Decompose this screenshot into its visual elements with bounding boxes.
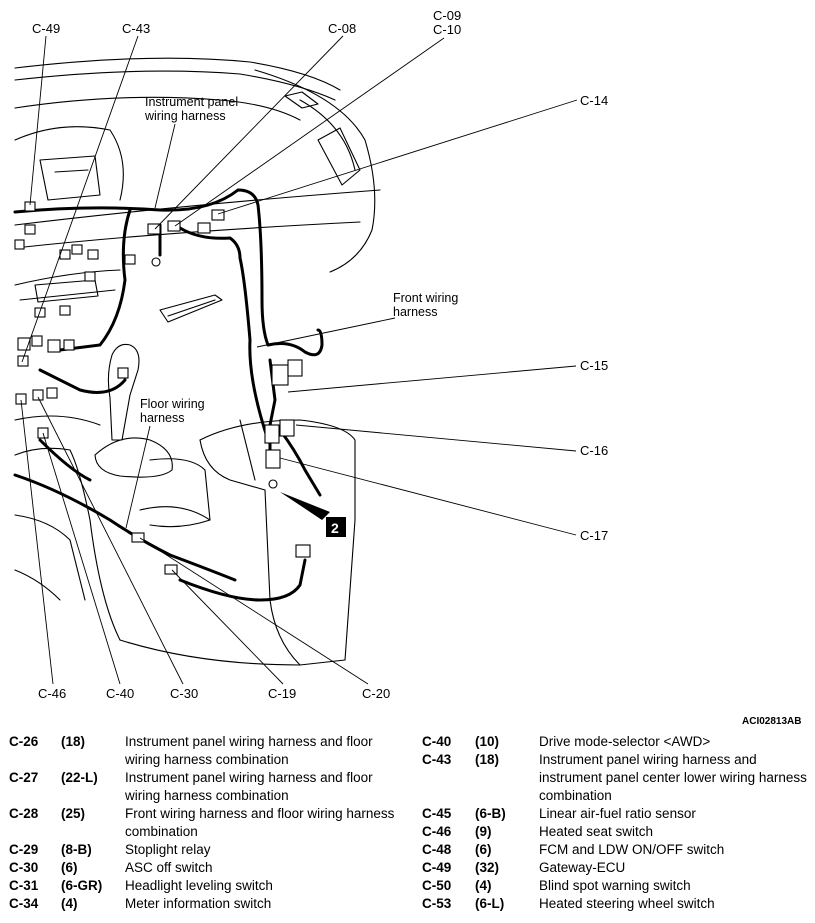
legend-desc: Gateway-ECU	[539, 860, 626, 875]
legend-code: C-31	[9, 878, 39, 893]
legend-pins: (18)	[61, 734, 86, 749]
legend-code: C-26	[9, 734, 39, 749]
note-floor-2: harness	[140, 411, 184, 425]
legend-row: C-26 (18) Instrument panel wiring harness …	[9, 733, 404, 769]
legend-code: C-53	[422, 896, 452, 911]
legend-desc: Heated seat switch	[539, 824, 654, 839]
callout-c10: C-10	[433, 22, 461, 37]
legend-desc: Front wiring harness and floor wiring ha…	[125, 806, 395, 839]
legend-right: C-40 (10) Drive mode-selector <AWD> C-43 (1…	[422, 733, 807, 913]
legend-row: C-48 (6) FCM and LDW ON/OFF switch	[422, 841, 807, 859]
callout-c17: C-17	[580, 528, 608, 543]
legend-code: C-50	[422, 878, 452, 893]
legend-pins: (6-GR)	[61, 878, 103, 893]
legend-code: C-48	[422, 842, 452, 857]
callout-c20: C-20	[362, 686, 390, 701]
legend-desc: Headlight leveling switch	[125, 878, 273, 893]
connectors	[14, 201, 311, 575]
legend-row: C-30 (6) ASC off switch	[9, 859, 404, 877]
legend-desc: Blind spot warning switch	[539, 878, 691, 893]
legend-desc: Drive mode-selector <AWD>	[539, 734, 711, 749]
note-front-2: harness	[393, 305, 437, 319]
legend-desc: Heated steering wheel switch	[539, 896, 715, 911]
badge-2: 2	[280, 492, 346, 537]
callout-c16: C-16	[580, 443, 608, 458]
legend-desc: ASC off switch	[125, 860, 213, 875]
legend-desc: Instrument panel wiring harness and floo…	[125, 734, 373, 767]
legend-pins: (32)	[475, 860, 500, 875]
legend-left: C-26 (18) Instrument panel wiring harness …	[9, 733, 404, 913]
legend-code: C-43	[422, 752, 452, 767]
callout-labels: C-49 C-43 C-08 C-09 C-10 C-14 C-15 C-16 …	[32, 8, 608, 701]
legend-row: C-50 (4) Blind spot warning switch	[422, 877, 807, 895]
legend-code: C-46	[422, 824, 452, 839]
svg-text:2: 2	[331, 520, 339, 536]
note-floor-1: Floor wiring	[140, 397, 205, 411]
callout-c49: C-49	[32, 21, 60, 36]
callout-c08: C-08	[328, 21, 356, 36]
note-instrument-panel-1: Instrument panel	[145, 95, 238, 109]
legend-code: C-49	[422, 860, 452, 875]
legend-pins: (18)	[475, 752, 500, 767]
legend-row: C-43 (18) Instrument panel wiring harness …	[422, 751, 807, 805]
callout-c09: C-09	[433, 8, 461, 23]
legend-row: C-53 (6-L) Heated steering wheel switch	[422, 895, 807, 913]
legend-row: C-40 (10) Drive mode-selector <AWD>	[422, 733, 807, 751]
dashboard-outline	[14, 57, 381, 666]
legend-row: C-27 (22-L) Instrument panel wiring harnes…	[9, 769, 404, 805]
legend-pins: (9)	[475, 824, 492, 839]
legend-desc: Instrument panel wiring harness and inst…	[539, 752, 807, 803]
legend-pins: (6-L)	[475, 896, 505, 911]
callout-c43: C-43	[122, 21, 150, 36]
legend-pins: (10)	[475, 734, 500, 749]
callout-c15: C-15	[580, 358, 608, 373]
callout-c14: C-14	[580, 93, 608, 108]
legend-code: C-34	[9, 896, 39, 911]
legend-pins: (6)	[475, 842, 492, 857]
legend-row: C-28 (25) Front wiring harness and floor w…	[9, 805, 404, 841]
legend-desc: Meter information switch	[125, 896, 272, 911]
legend-row: C-46 (9) Heated seat switch	[422, 823, 807, 841]
legend-pins: (22-L)	[61, 770, 98, 785]
legend-row: C-31 (6-GR) Headlight leveling switch	[9, 877, 404, 895]
wiring-diagram: 2 C-49 C-43 C-08 C-09 C-10 C-14 C-15 C-1…	[13, 8, 608, 701]
callout-c19: C-19	[268, 686, 296, 701]
legend-desc: Linear air-fuel ratio sensor	[539, 806, 696, 821]
legend-pins: (25)	[61, 806, 86, 821]
legend-code: C-28	[9, 806, 39, 821]
note-front-1: Front wiring	[393, 291, 458, 305]
legend-pins: (4)	[475, 878, 492, 893]
legend-pins: (8-B)	[61, 842, 92, 857]
legend-row: C-45 (6-B) Linear air-fuel ratio sensor	[422, 805, 807, 823]
legend-row: C-29 (8-B) Stoplight relay	[9, 841, 404, 859]
callout-c46: C-46	[38, 686, 66, 701]
legend-row: C-49 (32) Gateway-ECU	[422, 859, 807, 877]
legend-pins: (6)	[61, 860, 78, 875]
legend-code: C-40	[422, 734, 452, 749]
legend-desc: Instrument panel wiring harness and floo…	[125, 770, 373, 803]
callout-c30: C-30	[170, 686, 198, 701]
legend-pins: (4)	[61, 896, 78, 911]
legend-pins: (6-B)	[475, 806, 506, 821]
leader-lines	[20, 35, 578, 685]
legend-desc: FCM and LDW ON/OFF switch	[539, 842, 725, 857]
legend-code: C-45	[422, 806, 452, 821]
callout-c40: C-40	[106, 686, 134, 701]
legend-code: C-27	[9, 770, 39, 785]
legend-desc: Stoplight relay	[125, 842, 211, 857]
note-instrument-panel-2: wiring harness	[144, 109, 226, 123]
figure-reference: ACI02813AB	[742, 716, 802, 727]
legend-code: C-29	[9, 842, 39, 857]
legend-code: C-30	[9, 860, 39, 875]
legend-row: C-34 (4) Meter information switch	[9, 895, 404, 913]
